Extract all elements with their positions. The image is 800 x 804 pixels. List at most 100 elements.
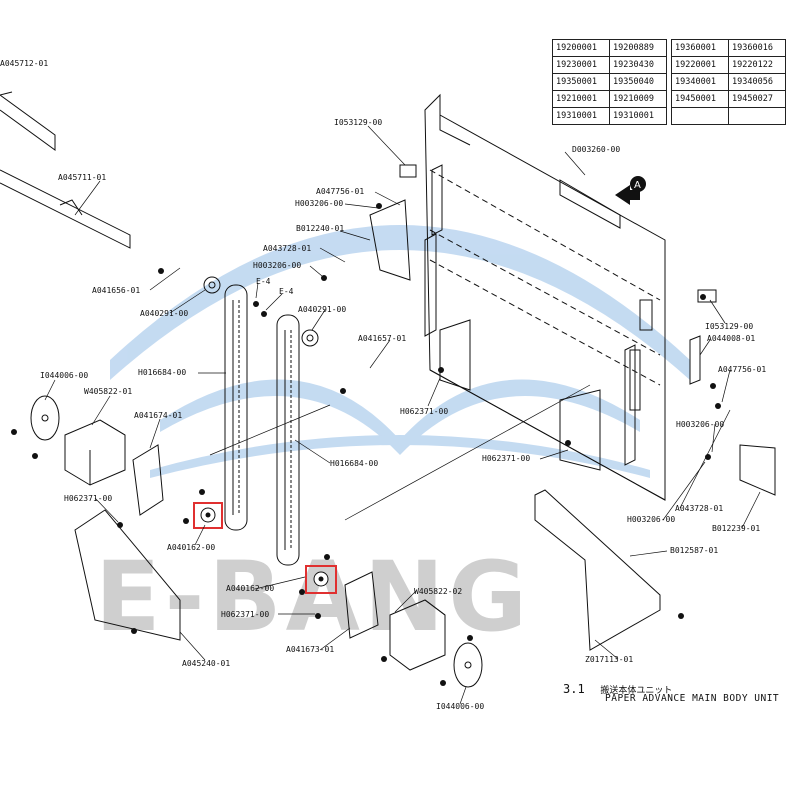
label-i053129-top: I053129-00	[334, 118, 382, 127]
screw-icon	[131, 628, 137, 634]
serial-cell	[671, 107, 729, 125]
label-w405822-01: W405822-01	[84, 387, 132, 396]
screw-icon	[299, 589, 305, 595]
serial-cell: 19210009	[609, 90, 667, 108]
motor-left	[64, 419, 126, 486]
label-a047756-top: A047756-01	[316, 187, 364, 196]
screw-icon	[678, 613, 684, 619]
label-a045240: A045240-01	[182, 659, 230, 668]
disc-left	[30, 395, 60, 441]
label-b012239: B012239-01	[712, 524, 760, 533]
label-h003206-mid: H003206-00	[253, 261, 301, 270]
label-a043728-top: A043728-01	[263, 244, 311, 253]
screw-icon	[715, 403, 721, 409]
base-plate-left	[74, 509, 181, 641]
label-h062371-mid: H062371-00	[400, 407, 448, 416]
figure-caption: 3.1 搬送本体ユニット PAPER ADVANCE MAIN BODY UNI…	[563, 678, 779, 704]
part-labels: A045712-01 A045711-01 A041656-01 A040291…	[0, 59, 766, 711]
motor-bracket-right	[344, 571, 379, 639]
label-e4-a: E-4	[256, 277, 271, 286]
label-a047756-right: A047756-01	[718, 365, 766, 374]
label-a041657: A041657-01	[358, 334, 406, 343]
serial-cell: 19230430	[609, 56, 667, 74]
screw-icon	[376, 203, 382, 209]
label-h016684-left: H016684-00	[138, 368, 186, 377]
leader-lines	[44, 125, 761, 705]
serial-cell: 19360001	[671, 39, 729, 57]
label-h003206-low: H003206-00	[627, 515, 675, 524]
watermark-text: E-BANG	[95, 541, 531, 653]
sensor-bracket-top	[369, 164, 417, 281]
screw-icon	[565, 440, 571, 446]
label-h016684-right: H016684-00	[330, 459, 378, 468]
caption-title-en: PAPER ADVANCE MAIN BODY UNIT	[605, 693, 780, 704]
label-a040162-right: A040162-00	[226, 584, 274, 593]
serial-cell: 19450027	[728, 90, 786, 108]
label-a041673: A041673-01	[286, 645, 334, 654]
label-a040291-right: A040291-00	[298, 305, 346, 314]
label-h062371-right: H062371-00	[482, 454, 530, 463]
label-b012587: B012587-01	[670, 546, 718, 555]
view-marker-letter: A	[634, 180, 641, 191]
label-i044006-left: I044006-00	[40, 371, 88, 380]
label-e4-b: E-4	[279, 287, 294, 296]
serial-cell: 19310001	[552, 107, 610, 125]
gear-a040162-left[interactable]	[193, 502, 223, 529]
pulley-top-right	[301, 329, 319, 347]
label-a045711: A045711-01	[58, 173, 106, 182]
label-h003206-right: H003206-00	[676, 420, 724, 429]
screw-icon	[199, 489, 205, 495]
label-a044008: A044008-01	[707, 334, 755, 343]
label-a040162-left: A040162-00	[167, 543, 215, 552]
timing-belt-left	[224, 284, 248, 531]
screw-icon	[253, 301, 259, 307]
caption-title-jp: 搬送本体ユニット	[600, 686, 673, 696]
label-a041656: A041656-01	[92, 286, 140, 295]
watermark-arc-bottom	[150, 435, 650, 478]
serial-cell: 19310001	[609, 107, 667, 125]
rail-part-a045712	[0, 91, 56, 151]
label-a045712: A045712-01	[0, 59, 48, 68]
screw-icon	[710, 383, 716, 389]
serial-cell: 19340001	[671, 73, 729, 91]
screw-icon	[261, 311, 267, 317]
screw-icon	[11, 429, 17, 435]
label-z017113: Z017113-01	[585, 655, 633, 664]
screw-icon	[158, 268, 164, 274]
gear-a040162-right[interactable]	[305, 565, 337, 594]
serial-cell: 19360016	[728, 39, 786, 57]
motor-right	[389, 599, 446, 671]
label-a041674: A041674-01	[134, 411, 182, 420]
screw-icon	[700, 294, 706, 300]
serial-cell: 19210001	[552, 90, 610, 108]
label-h062371-left: H062371-00	[64, 494, 112, 503]
screw-icon	[183, 518, 189, 524]
label-h003206-top: H003206-00	[295, 199, 343, 208]
screw-icon	[324, 554, 330, 560]
cover-plate-z017113	[534, 489, 661, 651]
label-h062371-low: H062371-00	[221, 610, 269, 619]
screws	[11, 203, 721, 686]
view-marker-a: A	[615, 176, 646, 205]
label-d003260: D003260-00	[572, 145, 620, 154]
serial-cell: 19220001	[671, 56, 729, 74]
screw-icon	[340, 388, 346, 394]
label-b012240: B012240-01	[296, 224, 344, 233]
label-a040291-left: A040291-00	[140, 309, 188, 318]
label-w405822-02: W405822-02	[414, 587, 462, 596]
serial-cell: 19450001	[671, 90, 729, 108]
label-a043728-right: A043728-01	[675, 504, 723, 513]
screw-icon	[381, 656, 387, 662]
watermark-arc-top	[110, 225, 690, 380]
pulley-top-left	[203, 276, 221, 294]
screw-icon	[467, 635, 473, 641]
timing-belt-right	[276, 314, 300, 566]
